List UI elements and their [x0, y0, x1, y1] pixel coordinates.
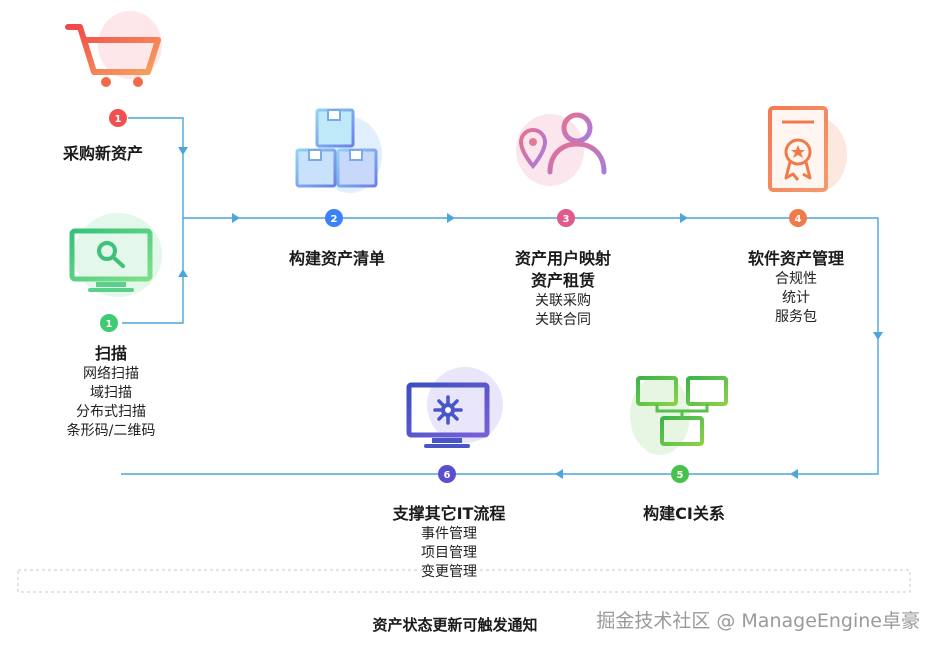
step-ci-label: 构建CI关系 [643, 503, 725, 525]
svg-text:5: 5 [677, 470, 684, 481]
step-inventory-title: 构建资产清单 [288, 249, 386, 268]
line-main-horizontal [121, 217, 879, 475]
step-mapping-title-1: 资产用户映射 [514, 249, 612, 268]
shopping-cart-icon [65, 11, 162, 87]
svg-text:1: 1 [115, 114, 122, 125]
line-purchase-to-main [128, 117, 184, 218]
badge-purchase: 1 [109, 109, 127, 127]
monitor-gear-icon [406, 367, 503, 448]
arrow-left-1 [790, 469, 798, 479]
arrow-right-1 [232, 213, 240, 223]
step-scan-item: 域扫描 [90, 385, 132, 401]
step-software-item: 合规性 [774, 271, 817, 287]
step-software-label: 软件资产管理 合规性 统计 服务包 [748, 248, 844, 327]
step-it-item: 变更管理 [421, 564, 477, 580]
step-scan-item: 条形码/二维码 [66, 423, 156, 439]
step-mapping-label: 资产用户映射 资产租赁 关联采购 关联合同 [515, 248, 611, 330]
step-mapping-item: 关联合同 [534, 312, 591, 328]
badge-scan: 1 [100, 314, 118, 332]
step-it-label: 支撑其它IT流程 事件管理 项目管理 变更管理 [393, 503, 506, 582]
step-it-item: 事件管理 [421, 526, 477, 542]
arrow-right-3 [680, 213, 688, 223]
boxes-icon [295, 108, 382, 193]
svg-text:3: 3 [563, 214, 570, 225]
monitor-search-icon [69, 213, 162, 297]
step-it-item: 项目管理 [421, 545, 477, 561]
step-scan-label: 扫描 网络扫描 域扫描 分布式扫描 条形码/二维码 [67, 343, 156, 441]
svg-text:2: 2 [331, 214, 338, 225]
notification-dashed-box [17, 569, 911, 593]
step-it-title: 支撑其它IT流程 [392, 504, 506, 523]
step-purchase-title: 采购新资产 [62, 144, 144, 163]
flow-lines [121, 117, 879, 475]
network-icon [630, 375, 728, 455]
notification-title: 资产状态更新可触发通知 [372, 616, 538, 634]
step-mapping-title-2: 资产租赁 [530, 271, 596, 290]
svg-text:1: 1 [106, 319, 113, 330]
badge-mapping: 3 [557, 209, 575, 227]
arrow-right-2 [447, 213, 455, 223]
step-scan-item: 分布式扫描 [76, 404, 146, 420]
step-software-item: 统计 [781, 290, 810, 306]
line-scan-to-main [122, 218, 184, 324]
arrow-left-2 [555, 469, 563, 479]
step-scan-item: 网络扫描 [83, 366, 139, 382]
watermark: 掘金技术社区 @ ManageEngine卓豪 [596, 610, 920, 632]
step-software-item: 服务包 [774, 309, 817, 325]
location-user-icon [516, 112, 607, 186]
step-scan-title: 扫描 [94, 344, 127, 363]
badge-software: 4 [789, 209, 807, 227]
svg-text:6: 6 [444, 470, 451, 481]
svg-text:4: 4 [795, 214, 802, 225]
flow-arrows [178, 147, 883, 479]
step-mapping-item: 关联采购 [534, 293, 591, 309]
badge-inventory: 2 [325, 209, 343, 227]
arrow-down-right [873, 332, 883, 340]
step-purchase-label: 采购新资产 [63, 143, 143, 165]
step-software-title: 软件资产管理 [747, 249, 845, 268]
certificate-icon [768, 106, 847, 193]
badge-ci: 5 [671, 465, 689, 483]
arrow-down-purchase [178, 147, 188, 155]
badge-it: 6 [438, 465, 456, 483]
step-inventory-label: 构建资产清单 [289, 248, 385, 270]
arrow-up-scan [178, 269, 188, 277]
step-ci-title: 构建CI关系 [643, 504, 725, 523]
